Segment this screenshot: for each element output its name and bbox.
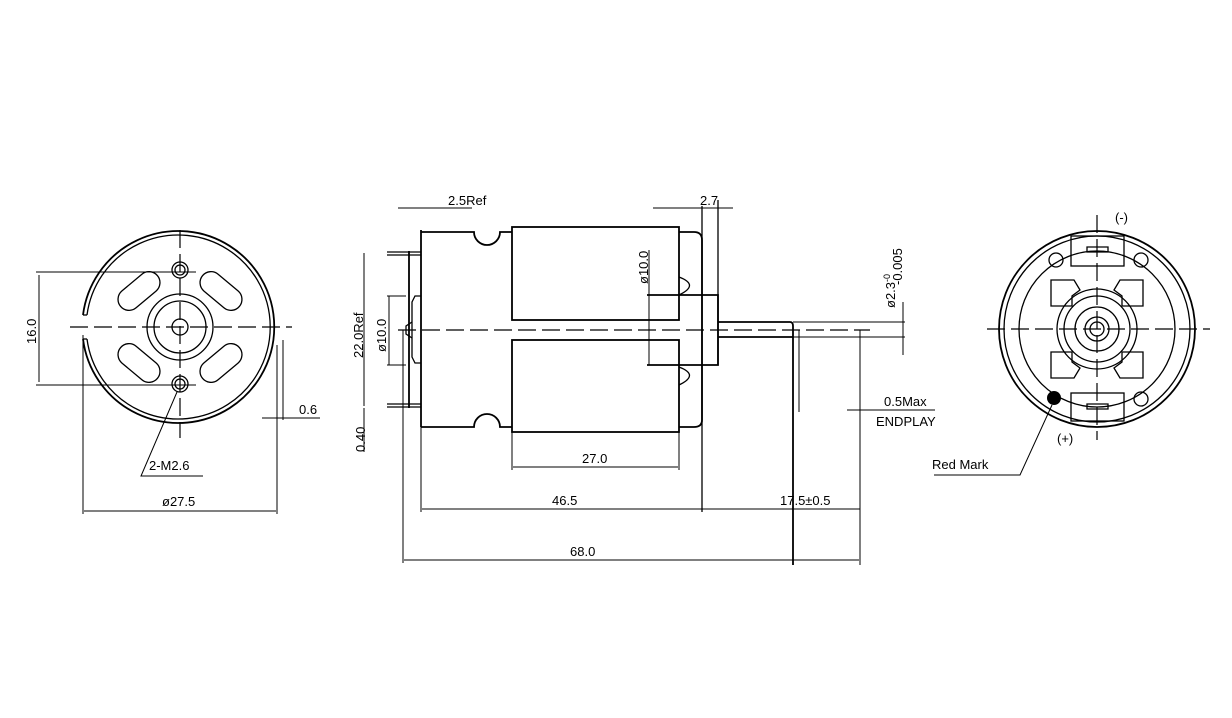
thread-callout: 2-M2.6: [149, 458, 189, 473]
dim-endcap-thickness: 2.7: [700, 193, 718, 208]
dim-terminal-span: 22.0Ref: [351, 312, 366, 358]
dim-overall-length: 68.0: [570, 544, 595, 559]
side-view: 2.5Ref 2.7 22.0Ref ø10.0 0.40 ø10.0 ø2.3…: [351, 193, 936, 565]
dim-flange-offset: 0.6: [299, 402, 317, 417]
dim-terminal-thickness: 0.40: [353, 427, 368, 452]
red-mark-dot: [1047, 391, 1061, 405]
magnet-bottom: [511, 339, 680, 433]
vent-slots: [117, 270, 243, 384]
dim-flange-thickness: 2.5Ref: [448, 193, 487, 208]
front-view: 16.0 ø27.5 0.6 2-M2.6: [24, 230, 320, 514]
endplay-label: ENDPLAY: [876, 414, 936, 429]
dim-magnet-length: 27.0: [582, 451, 607, 466]
dim-body-length: 46.5: [552, 493, 577, 508]
dim-hole-spacing: 16.0: [24, 319, 39, 344]
negative-terminal-label: (-): [1115, 210, 1128, 225]
rear-view: (-) (+) Red Mark: [932, 210, 1210, 476]
shaft-tolerance-lower: -0.005: [890, 248, 905, 285]
dim-shaft-diameter: ø2.3-0: [882, 274, 898, 308]
positive-terminal-label: (+): [1057, 431, 1073, 446]
dim-front-diameter: ø27.5: [162, 494, 195, 509]
dim-boss-diameter: ø10.0: [374, 319, 389, 352]
magnet-top: [511, 226, 680, 321]
dim-endplay-value: 0.5Max: [884, 394, 927, 409]
dim-bearing-diameter: ø10.0: [636, 251, 651, 284]
red-mark-label: Red Mark: [932, 457, 989, 472]
dim-shaft-length: 17.5±0.5: [780, 493, 831, 508]
shaft: [718, 321, 794, 565]
endcap-bearing: [647, 294, 719, 366]
